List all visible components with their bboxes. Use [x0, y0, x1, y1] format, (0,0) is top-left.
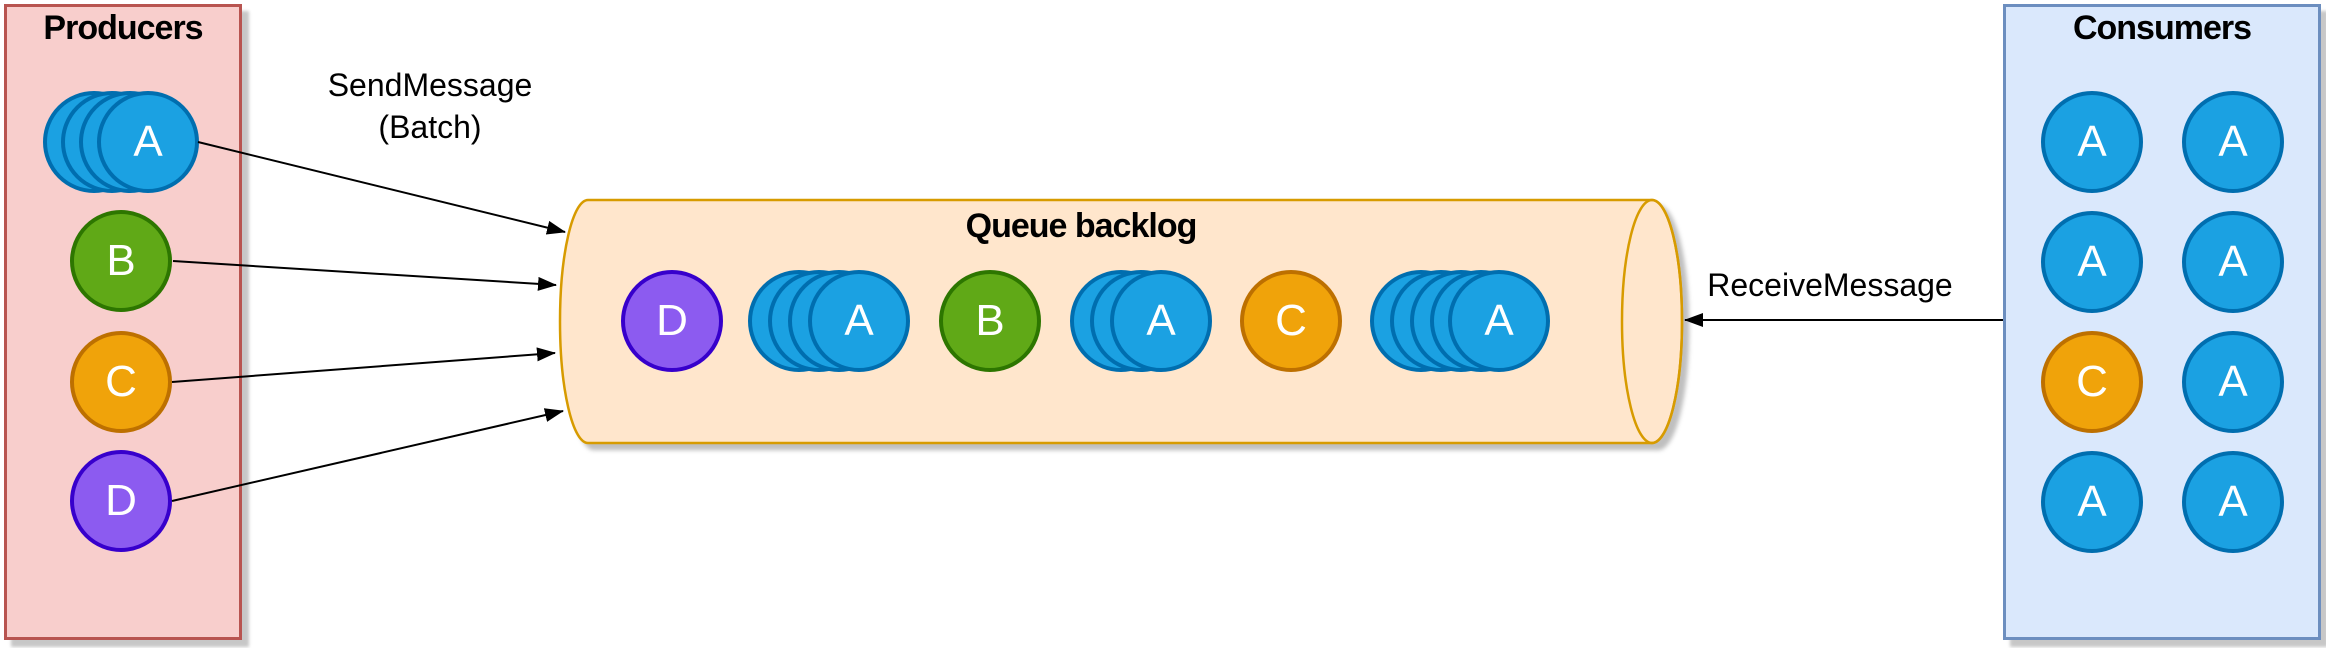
consumer-3: A — [2041, 211, 2143, 313]
consumer-7-label: A — [2077, 477, 2107, 526]
consumer-4-label: A — [2218, 237, 2248, 286]
consumer-2-label: A — [2218, 117, 2248, 166]
producer-message-c: C — [70, 331, 172, 433]
queue-message-a2: A — [1110, 270, 1212, 372]
consumer-6-label: A — [2218, 357, 2248, 406]
queue-message-d: D — [621, 270, 723, 372]
queue-message-c: C — [1240, 270, 1342, 372]
consumer-3-label: A — [2077, 237, 2107, 286]
queue-cylinder-rim — [1620, 198, 1684, 445]
queue-message-b-label: B — [975, 296, 1005, 345]
send-message-label-line1: SendMessage — [327, 67, 533, 103]
consumer-5-label: C — [2076, 357, 2108, 406]
queue-message-c-label: C — [1275, 296, 1307, 345]
consumer-6: A — [2182, 331, 2284, 433]
receive-message-label: ReceiveMessage — [1707, 267, 1953, 303]
consumer-7: A — [2041, 451, 2143, 553]
producer-message-c-label: C — [105, 357, 137, 406]
producer-message-a-label: A — [133, 117, 163, 166]
queue-message-a3-label: A — [1484, 296, 1514, 345]
queue-message-a3: A — [1448, 270, 1550, 372]
consumer-1: A — [2041, 91, 2143, 193]
queue-message-a1-label: A — [844, 296, 874, 345]
queue-message-b: B — [939, 270, 1041, 372]
producer-message-d-label: D — [105, 476, 137, 525]
queue-message-a2-label: A — [1146, 296, 1176, 345]
producer-message-b-label: B — [106, 236, 136, 285]
producer-message-a: A — [97, 91, 199, 193]
consumer-1-label: A — [2077, 117, 2107, 166]
send-message-label: SendMessage (Batch) — [280, 64, 580, 148]
consumer-4: A — [2182, 211, 2284, 313]
consumer-8-label: A — [2218, 477, 2248, 526]
producers-title: Producers — [43, 9, 203, 47]
consumers-title: Consumers — [2072, 9, 2252, 47]
consumer-2: A — [2182, 91, 2284, 193]
consumer-8: A — [2182, 451, 2284, 553]
send-message-label-line2: (Batch) — [378, 109, 482, 145]
queue-message-d-label: D — [656, 296, 688, 345]
producer-message-b: B — [70, 210, 172, 312]
consumer-5: C — [2041, 331, 2143, 433]
queue-message-a1: A — [808, 270, 910, 372]
producer-message-d: D — [70, 450, 172, 552]
queue-title: Queue backlog — [965, 207, 1198, 245]
